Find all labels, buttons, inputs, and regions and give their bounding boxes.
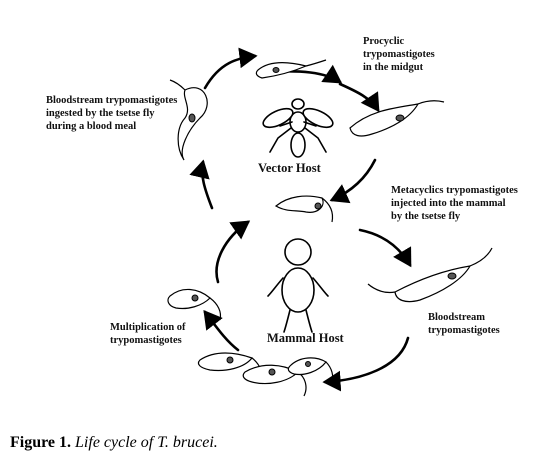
label-bloodstream-mammal: Bloodstream trypomastigotes: [428, 312, 500, 336]
parasite-multiplication-2: [197, 352, 264, 385]
label-mammal-host: Mammal Host: [267, 331, 345, 345]
arrow-ingested-to-midgut: [203, 47, 258, 90]
parasite-metacyclic: [274, 195, 334, 223]
arrow-multiplication-up: [215, 220, 251, 284]
arrow-upward-to-vector: [189, 159, 214, 210]
label-vector-host: Vector Host: [258, 161, 322, 175]
figure-caption: Figure 1. Life cycle of T. brucei.: [10, 434, 218, 452]
arrow-loop-left: [203, 309, 240, 352]
label-bloodstream-ingested: Bloodstream trypomastigotes ingested by …: [46, 95, 180, 132]
arrow-vector-to-metacyclic: [329, 158, 377, 204]
arrow-metacyclic-to-mammal: [358, 228, 412, 268]
parasite-multiplication-4: [287, 357, 334, 385]
parasite-bloodstream-mammal: [367, 247, 493, 303]
caption-label: Figure 1.: [10, 434, 72, 451]
caption-text: Life cycle of T. brucei.: [75, 434, 218, 451]
mammal-host-icon: [267, 238, 329, 333]
arrow-bloodstream-to-multiplication: [322, 336, 410, 392]
label-multiplication: Multiplication of trypomastigotes: [110, 322, 188, 346]
parasite-procyclic: [349, 100, 445, 137]
tsetse-fly-icon: [262, 98, 334, 158]
parasite-midgut: [255, 59, 327, 79]
parasite-multiplication-1: [167, 288, 222, 321]
label-procyclic: Procyclic trypomastigotes in the midgut: [363, 36, 437, 73]
parasite-ingested: [169, 79, 208, 161]
arrow-procyclic-to-salivary: [338, 82, 380, 113]
label-metacyclic: Metacyclics trypomastigotes injected int…: [391, 185, 520, 222]
